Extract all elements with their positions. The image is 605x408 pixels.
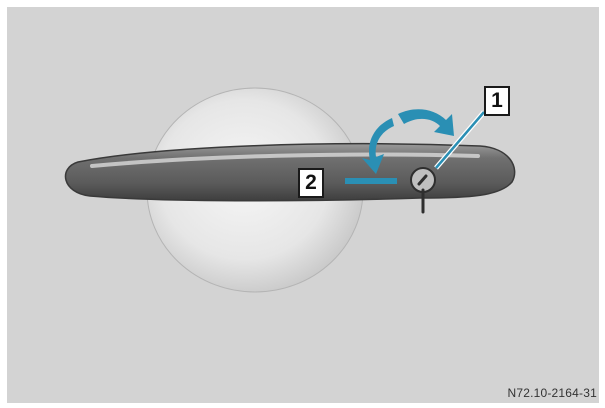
- arrow-unlock-turn: [398, 109, 454, 136]
- callout-2: 2: [298, 168, 324, 198]
- figure-reference-code: N72.10-2164-31: [507, 386, 597, 400]
- handle-direction-marker: [345, 178, 397, 184]
- callout-1: 1: [484, 86, 510, 116]
